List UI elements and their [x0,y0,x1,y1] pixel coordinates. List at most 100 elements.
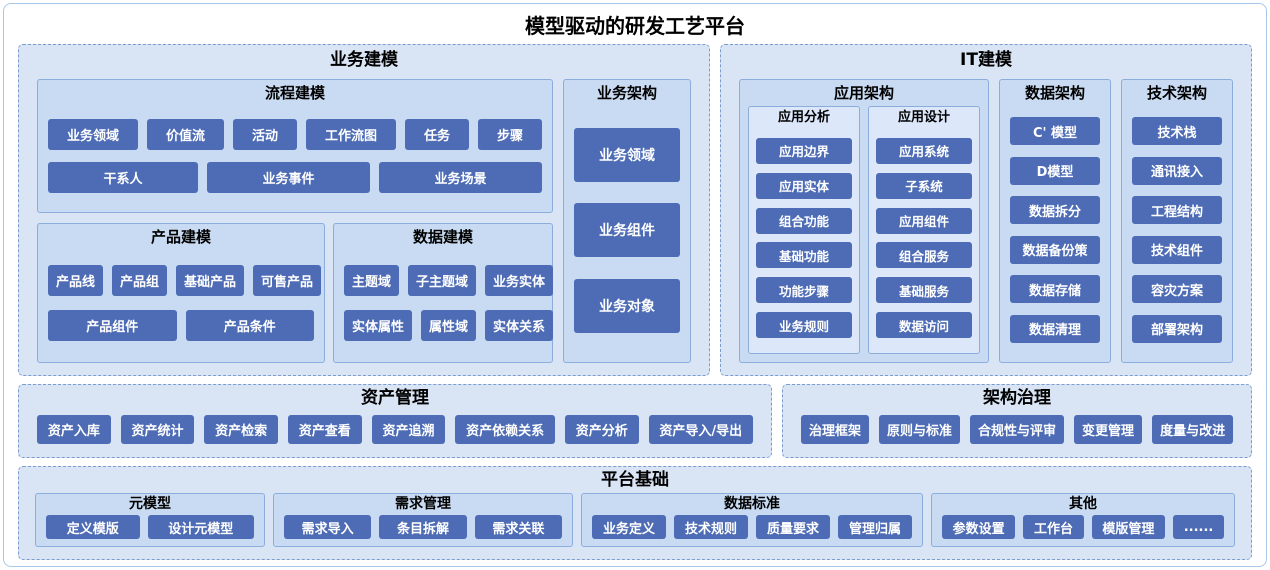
application-design-tile-6[interactable]: 数据访问 [876,312,972,339]
asset-tile-7[interactable]: 资产分析 [564,414,639,444]
asset-tile-4[interactable]: 资产查看 [287,414,362,444]
product-tile-1[interactable]: 产品线 [48,264,104,296]
technology-architecture-tile-4[interactable]: 技术组件 [1132,235,1222,264]
process-wide-tile-2[interactable]: 业务事件 [207,162,370,194]
process-wide-tile-1[interactable]: 干系人 [48,162,198,194]
application-architecture-title: 应用架构 [833,84,894,102]
meta-model-tile-2[interactable]: 设计元模型 [147,515,254,539]
process-tile-4[interactable]: 工作流图 [306,118,396,150]
product-wide-tile-1[interactable]: 产品组件 [48,310,177,342]
asset-management-list: 资产入库资产统计资产检索资产查看资产追溯资产依赖关系资产分析资产导入/导出 [19,411,771,457]
governance-tile-3[interactable]: 合规性与评审 [970,414,1065,444]
subpanel-application-design: 应用设计 应用系统子系统应用组件组合服务基础服务数据访问 [868,106,980,354]
technology-architecture-tile-1[interactable]: 技术栈 [1132,117,1222,146]
application-design-tile-4[interactable]: 组合服务 [876,242,972,269]
data-architecture-tile-4[interactable]: 数据备份策 [1010,235,1100,264]
other-tile-2[interactable]: 工作台 [1023,515,1084,539]
process-modeling-rows: 业务领域价值流活动工作流图任务步骤 干系人业务事件业务场景 [38,106,552,212]
process-tile-3[interactable]: 活动 [233,118,297,150]
governance-tile-4[interactable]: 变更管理 [1074,414,1143,444]
platform-foundation-title: 平台基础 [601,470,669,490]
data-architecture-tile-6[interactable]: 数据清理 [1010,314,1100,343]
requirement-management-title: 需求管理 [395,496,451,512]
business-architecture-tile-1[interactable]: 业务领域 [574,127,680,182]
technology-architecture-tile-6[interactable]: 部署架构 [1132,314,1222,343]
business-architecture-tile-3[interactable]: 业务对象 [574,278,680,333]
data-modeling-tile-1[interactable]: 实体属性 [344,310,413,342]
data-modeling-row-2: 实体属性属性域实体关系 [344,310,554,342]
product-modeling-title: 产品建模 [150,228,211,246]
requirement-management-list: 需求导入条目拆解需求关联 [274,514,572,546]
application-design-tile-3[interactable]: 应用组件 [876,207,972,234]
product-tile-2[interactable]: 产品组 [112,264,168,296]
application-architecture-columns: 应用分析 应用边界应用实体组合功能基础功能功能步骤业务规则 应用设计 应用系统子… [740,106,988,362]
data-architecture-tile-2[interactable]: D模型 [1010,156,1100,185]
business-modeling-title: 业务建模 [330,50,398,70]
data-architecture-tile-3[interactable]: 数据拆分 [1010,196,1100,225]
governance-tile-2[interactable]: 原则与标准 [879,414,961,444]
data-standard-tile-1[interactable]: 业务定义 [592,515,666,539]
governance-tile-5[interactable]: 度量与改进 [1152,414,1234,444]
application-analysis-tile-3[interactable]: 组合功能 [756,207,852,234]
data-modeling-tile-2[interactable]: 属性域 [421,310,477,342]
requirement-tile-2[interactable]: 条目拆解 [379,515,467,539]
process-wide-tile-3[interactable]: 业务场景 [379,162,542,194]
section-asset-management: 资产管理 资产入库资产统计资产检索资产查看资产追溯资产依赖关系资产分析资产导入/… [18,384,772,458]
application-analysis-tile-1[interactable]: 应用边界 [756,137,852,164]
application-analysis-tile-6[interactable]: 业务规则 [756,312,852,339]
asset-tile-8[interactable]: 资产导入/导出 [648,414,753,444]
application-analysis-tile-4[interactable]: 基础功能 [756,242,852,269]
application-design-tile-1[interactable]: 应用系统 [876,137,972,164]
product-tile-3[interactable]: 基础产品 [176,264,245,296]
data-modeling-rows: 主题域子主题域业务实体 实体属性属性域实体关系 [334,250,554,362]
other-tile-1[interactable]: 参数设置 [942,515,1016,539]
asset-tile-5[interactable]: 资产追溯 [371,414,446,444]
meta-model-tile-1[interactable]: 定义模版 [46,515,140,539]
process-tile-2[interactable]: 价值流 [147,118,224,150]
other-tile-3[interactable]: 模版管理 [1091,515,1166,539]
product-tile-4[interactable]: 可售产品 [253,264,322,296]
application-design-tile-5[interactable]: 基础服务 [876,277,972,304]
process-tile-1[interactable]: 业务领域 [48,118,138,150]
governance-tile-1[interactable]: 治理框架 [801,414,870,444]
other-tile-4[interactable]: ...... [1173,515,1224,539]
business-architecture-tile-2[interactable]: 业务组件 [574,203,680,257]
asset-tile-3[interactable]: 资产检索 [204,414,278,444]
data-modeling-tile-2[interactable]: 子主题域 [408,264,477,296]
data-modeling-tile-3[interactable]: 业务实体 [485,264,554,296]
technology-architecture-tile-5[interactable]: 容灾方案 [1132,275,1222,304]
data-modeling-tile-3[interactable]: 实体关系 [485,310,554,342]
data-standard-title: 数据标准 [724,496,780,512]
data-modeling-tile-1[interactable]: 主题域 [344,264,400,296]
product-wide-tile-2[interactable]: 产品条件 [185,310,314,342]
product-row-1: 产品线产品组基础产品可售产品 [48,264,322,296]
requirement-tile-3[interactable]: 需求关联 [474,515,562,539]
business-architecture-list: 业务领域业务组件业务对象 [564,106,690,362]
requirement-tile-1[interactable]: 需求导入 [284,515,372,539]
data-architecture-tile-5[interactable]: 数据存储 [1010,275,1100,304]
process-tile-5[interactable]: 任务 [405,118,469,150]
process-tile-6[interactable]: 步骤 [478,118,542,150]
asset-tile-1[interactable]: 资产入库 [37,414,111,444]
other-list: 参数设置工作台模版管理...... [932,514,1234,546]
process-row-1: 业务领域价值流活动工作流图任务步骤 [48,118,542,150]
process-modeling-title: 流程建模 [264,84,325,102]
panel-meta-model: 元模型 定义模版设计元模型 [35,493,265,547]
application-analysis-tile-2[interactable]: 应用实体 [756,172,852,199]
data-architecture-tile-1[interactable]: C' 模型 [1010,117,1100,146]
panel-other: 其他 参数设置工作台模版管理...... [931,493,1235,547]
asset-tile-6[interactable]: 资产依赖关系 [455,414,555,444]
data-standard-tile-3[interactable]: 质量要求 [756,515,830,539]
technology-architecture-tile-3[interactable]: 工程结构 [1132,196,1222,225]
technology-architecture-tile-2[interactable]: 通讯接入 [1132,156,1222,185]
data-standard-tile-4[interactable]: 管理归属 [838,515,912,539]
application-design-tile-2[interactable]: 子系统 [876,172,972,199]
asset-tile-2[interactable]: 资产统计 [120,414,195,444]
business-bottom-panels: 产品建模 产品线产品组基础产品可售产品 产品组件产品条件 数据建模 主题域子主题… [37,223,554,363]
platform-diagram: 模型驱动的研发工艺平台 业务建模 流程建模 业务领域价值流活动工作流图任务步骤 … [3,3,1267,567]
data-standard-tile-2[interactable]: 技术规则 [674,515,748,539]
panel-process-modeling: 流程建模 业务领域价值流活动工作流图任务步骤 干系人业务事件业务场景 [37,79,553,213]
page-title: 模型驱动的研发工艺平台 [525,14,745,38]
it-modeling-title: IT建模 [960,50,1012,70]
application-analysis-tile-5[interactable]: 功能步骤 [756,277,852,304]
